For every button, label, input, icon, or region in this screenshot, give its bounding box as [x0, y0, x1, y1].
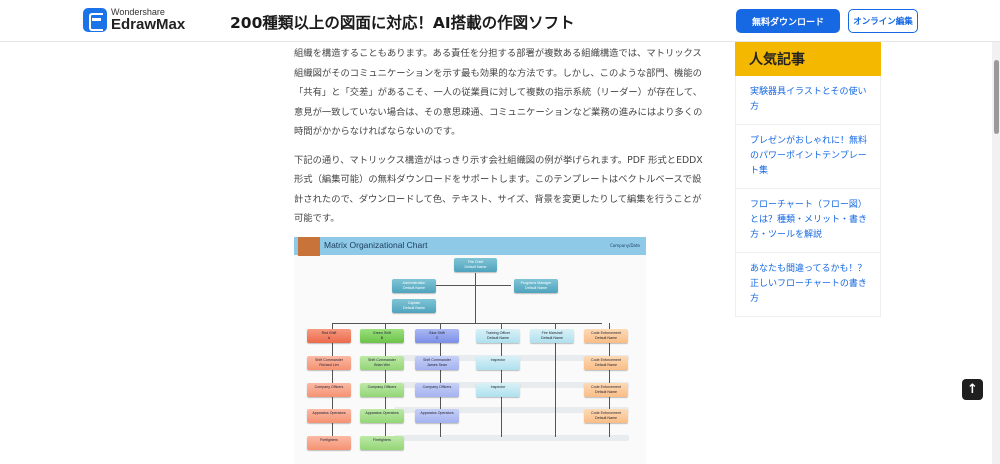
- chart-connector: [436, 285, 511, 286]
- arrow-up-icon: ↑: [967, 382, 978, 397]
- popular-articles-sidebar: 人気記事 実験器具イラストとその使い方 プレゼンがおしゃれに！無料のパワーポイン…: [735, 42, 881, 317]
- chart-connector: [385, 323, 386, 329]
- chart-node-column-item: Inspector: [476, 383, 520, 397]
- chart-node-column-item: Firefighters: [307, 436, 351, 450]
- chart-grid-band: [394, 435, 629, 441]
- chart-node-column-item: Company Officers: [360, 383, 404, 397]
- chart-node-column-item: Apparatus Operators: [307, 409, 351, 423]
- chart-date-label: Company/Date: [610, 243, 640, 248]
- chart-connector: [332, 323, 333, 329]
- chart-node-column-item: Apparatus Operators: [415, 409, 459, 423]
- edrawmax-logo-icon: [83, 8, 107, 32]
- chart-connector: [609, 323, 610, 329]
- chart-title-bar: [294, 237, 646, 255]
- chart-node-column-item: Company Officers: [307, 383, 351, 397]
- edrawmax-logo[interactable]: Wondershare EdrawMax: [83, 8, 185, 32]
- article-body: 組織を構造することもあります。ある責任を分担する部署が複数ある組織構造では、マト…: [294, 44, 704, 238]
- chart-node-column-item: Firefighters: [360, 436, 404, 450]
- free-download-button[interactable]: 無料ダウンロード: [736, 9, 840, 33]
- page-scrollbar-track[interactable]: [992, 42, 1000, 464]
- page-scrollbar-thumb[interactable]: [994, 60, 999, 134]
- chart-title-square: [298, 237, 320, 256]
- chart-grid-band: [394, 407, 629, 413]
- header-headline: 200種類以上の図面に対応！AI搭載の作図ソフト: [230, 14, 575, 32]
- popular-articles-heading: 人気記事: [735, 42, 881, 76]
- chart-connector: [501, 323, 502, 329]
- chart-connector: [475, 273, 476, 323]
- logo-subtitle: Wondershare: [111, 7, 165, 17]
- popular-article-link[interactable]: プレゼンがおしゃれに！無料のパワーポイントテンプレート集: [735, 125, 881, 189]
- article-paragraph-1: 組織を構造することもあります。ある責任を分担する部署が複数ある組織構造では、マト…: [294, 48, 703, 137]
- article-paragraph-2: 下記の通り、マトリックス構造がはっきり示す会社組織図の例が挙げられます。PDF …: [294, 154, 703, 225]
- chart-connector: [555, 323, 556, 329]
- chart-connector: [555, 337, 556, 437]
- chart-title: Matrix Organizational Chart: [324, 240, 428, 250]
- chart-node-column-item: Company Officers: [415, 383, 459, 397]
- chart-connector: [440, 323, 441, 329]
- site-header: Wondershare EdrawMax 200種類以上の図面に対応！AI搭載の…: [0, 0, 1000, 42]
- chart-connector: [332, 323, 602, 324]
- popular-article-link[interactable]: あなたも間違ってるかも！？正しいフローチャートの書き方: [735, 253, 881, 317]
- chart-node-column-item: Apparatus Operators: [360, 409, 404, 423]
- chart-node-column-item: Inspector: [476, 356, 520, 370]
- matrix-org-chart-image: Matrix Organizational Chart Company/Date…: [294, 237, 646, 464]
- online-edit-button[interactable]: オンライン編集: [848, 9, 918, 33]
- popular-article-link[interactable]: 実験器具イラストとその使い方: [735, 76, 881, 125]
- popular-article-link[interactable]: フローチャート（フロー図）とは？種類・メリット・書き方・ツールを解説: [735, 189, 881, 253]
- scroll-to-top-button[interactable]: ↑: [962, 379, 983, 400]
- logo-title: EdrawMax: [111, 16, 186, 33]
